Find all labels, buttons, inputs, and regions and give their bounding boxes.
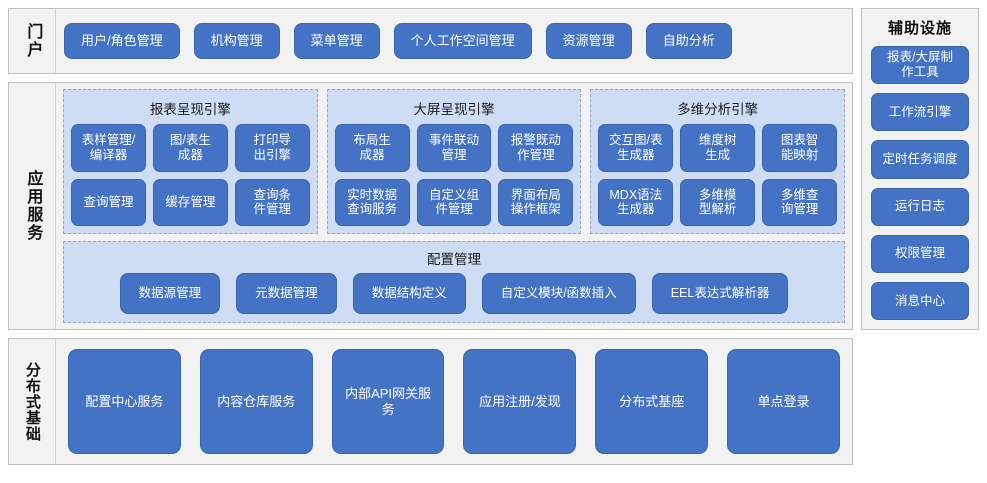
distributed-base-panel: 分布式基础 配置中心服务 内容仓库服务 内部API网关服务 应用注册/发现 分布… <box>8 338 853 465</box>
engine-title: 多维分析引擎 <box>677 102 759 117</box>
distbase-button-config-center[interactable]: 配置中心服务 <box>68 349 181 454</box>
config-button-eel-parser[interactable]: EEL表达式解析器 <box>651 273 789 314</box>
engine-button-layout-generator[interactable]: 布局生 成器 <box>334 124 410 172</box>
application-service-body: 报表呈现引擎 表样管理/ 编译器 图/表生 成器 打印导 出引擎 查询管理 缓存… <box>56 83 852 329</box>
portal-button-resource[interactable]: 资源管理 <box>545 23 632 59</box>
application-service-panel: 应用服务 报表呈现引擎 表样管理/ 编译器 图/表生 成器 打印导 出引擎 查询… <box>8 82 853 330</box>
engine-title: 报表呈现引擎 <box>149 102 231 117</box>
aux-facilities-title: 辅助设施 <box>887 20 952 37</box>
distbase-button-content-repository[interactable]: 内容仓库服务 <box>199 349 313 454</box>
portal-button-menu[interactable]: 菜单管理 <box>293 23 380 59</box>
engine-title: 大屏呈现引擎 <box>413 102 495 117</box>
engine-button-query-manager[interactable]: 查询管理 <box>71 178 146 226</box>
distbase-button-distributed-foundation[interactable]: 分布式基座 <box>595 349 709 454</box>
aux-button-permission-management[interactable]: 权限管理 <box>871 234 969 273</box>
engine-button-query-condition[interactable]: 查询条 件管理 <box>234 178 310 226</box>
portal-label: 门户 <box>9 9 56 73</box>
portal-button-organization[interactable]: 机构管理 <box>193 23 280 59</box>
engine-button-realtime-data-query[interactable]: 实时数据 查询服务 <box>334 178 410 226</box>
aux-facilities-panel: 辅助设施 报表/大屏制 作工具 工作流引擎 定时任务调度 运行日志 权限管理 消… <box>861 8 979 330</box>
engine-button-template-manager[interactable]: 表样管理/ 编译器 <box>71 124 146 172</box>
distbase-button-single-sign-on[interactable]: 单点登录 <box>727 349 840 454</box>
engine-button-interactive-chart-generator[interactable]: 交互图/表 生成器 <box>598 124 674 172</box>
engine-report-rendering: 报表呈现引擎 表样管理/ 编译器 图/表生 成器 打印导 出引擎 查询管理 缓存… <box>63 89 318 234</box>
engine-button-chart-table-generator[interactable]: 图/表生 成器 <box>152 124 228 172</box>
portal-button-user-role[interactable]: 用户/角色管理 <box>64 23 180 59</box>
engine-button-mdx-generator[interactable]: MDX语法 生成器 <box>598 178 674 226</box>
engine-button-cache-manager[interactable]: 缓存管理 <box>152 178 228 226</box>
config-button-metadata[interactable]: 元数据管理 <box>236 273 337 314</box>
distbase-button-app-registry-discovery[interactable]: 应用注册/发现 <box>463 349 577 454</box>
engine-button-alarm-action[interactable]: 报警既动 作管理 <box>498 124 574 172</box>
engine-item-grid: 布局生 成器 事件联动 管理 报警既动 作管理 实时数据 查询服务 自定义组 件… <box>334 124 574 226</box>
engine-button-chart-smart-mapping[interactable]: 图表智 能映射 <box>762 124 838 172</box>
main-column: 门户 用户/角色管理 机构管理 菜单管理 个人工作空间管理 资源管理 自助分析 … <box>8 8 853 475</box>
aux-button-scheduled-task[interactable]: 定时任务调度 <box>871 140 969 179</box>
application-service-label: 应用服务 <box>9 83 56 329</box>
engine-item-grid: 交互图/表 生成器 维度树 生成 图表智 能映射 MDX语法 生成器 多维模 型… <box>598 124 838 226</box>
distributed-base-label: 分布式基础 <box>9 339 56 464</box>
engine-item-grid: 表样管理/ 编译器 图/表生 成器 打印导 出引擎 查询管理 缓存管理 查询条 … <box>71 124 310 226</box>
portal-panel: 门户 用户/角色管理 机构管理 菜单管理 个人工作空间管理 资源管理 自助分析 <box>8 8 853 74</box>
config-management-items: 数据源管理 元数据管理 数据结构定义 自定义模块/函数插入 EEL表达式解析器 <box>72 273 836 314</box>
distbase-button-internal-api-gateway[interactable]: 内部API网关服务 <box>331 349 445 454</box>
engine-button-event-linkage[interactable]: 事件联动 管理 <box>416 124 492 172</box>
engine-bigscreen-rendering: 大屏呈现引擎 布局生 成器 事件联动 管理 报警既动 作管理 实时数据 查询服务… <box>326 89 582 234</box>
aux-button-report-bigscreen-tool[interactable]: 报表/大屏制 作工具 <box>871 46 969 85</box>
aux-button-runtime-log[interactable]: 运行日志 <box>871 187 969 226</box>
aux-facilities-items: 报表/大屏制 作工具 工作流引擎 定时任务调度 运行日志 权限管理 消息中心 <box>871 46 969 321</box>
engines-row: 报表呈现引擎 表样管理/ 编译器 图/表生 成器 打印导 出引擎 查询管理 缓存… <box>63 89 846 234</box>
engine-button-multidim-query-manager[interactable]: 多维查 询管理 <box>762 178 838 226</box>
config-button-custom-module[interactable]: 自定义模块/函数插入 <box>481 273 636 314</box>
config-button-data-structure[interactable]: 数据结构定义 <box>352 273 466 314</box>
engine-multidimensional-analysis: 多维分析引擎 交互图/表 生成器 维度树 生成 图表智 能映射 MDX语法 生成… <box>590 89 846 234</box>
config-management-title: 配置管理 <box>427 252 481 267</box>
aux-button-message-center[interactable]: 消息中心 <box>871 281 969 321</box>
engine-button-custom-component[interactable]: 自定义组 件管理 <box>416 178 492 226</box>
distributed-base-items: 配置中心服务 内容仓库服务 内部API网关服务 应用注册/发现 分布式基座 单点… <box>56 339 852 464</box>
portal-button-personal-workspace[interactable]: 个人工作空间管理 <box>393 23 532 59</box>
portal-items: 用户/角色管理 机构管理 菜单管理 个人工作空间管理 资源管理 自助分析 <box>56 9 852 73</box>
config-button-datasource[interactable]: 数据源管理 <box>119 273 221 314</box>
engine-button-dimension-tree[interactable]: 维度树 生成 <box>680 124 756 172</box>
engine-button-print-export[interactable]: 打印导 出引擎 <box>234 124 310 172</box>
aux-button-workflow-engine[interactable]: 工作流引擎 <box>871 93 969 132</box>
engine-button-ui-layout-framework[interactable]: 界面布局 操作框架 <box>498 178 574 226</box>
config-management-group: 配置管理 数据源管理 元数据管理 数据结构定义 自定义模块/函数插入 EEL表达… <box>63 241 845 323</box>
portal-button-self-service-analysis[interactable]: 自助分析 <box>645 23 732 59</box>
engine-button-model-parsing[interactable]: 多维模 型解析 <box>680 178 756 226</box>
